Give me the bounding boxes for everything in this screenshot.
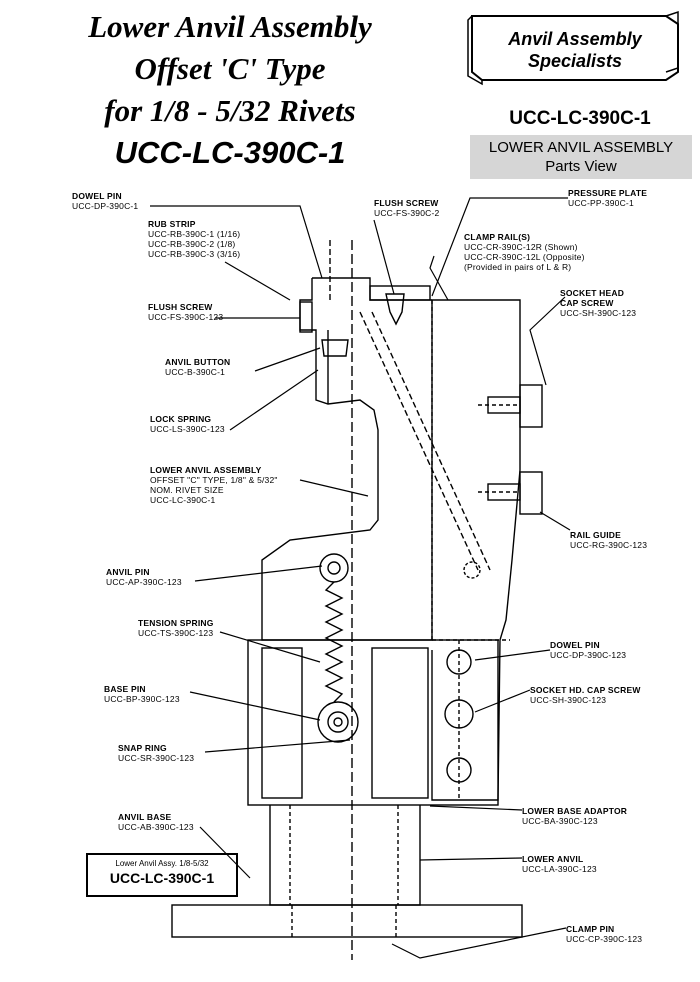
- label-flush-screw-top-part: UCC-FS-390C-2: [374, 208, 440, 218]
- label-lower-base-adaptor: LOWER BASE ADAPTOR UCC-BA-390C-123: [522, 806, 627, 826]
- label-lower-base-adaptor-name: LOWER BASE ADAPTOR: [522, 806, 628, 816]
- label-clamp-rails-name: CLAMP RAIL(S): [464, 232, 531, 242]
- label-socket-head-part: UCC-SH-390C-123: [560, 308, 637, 318]
- label-flush-screw-left-part: UCC-FS-390C-123: [148, 312, 224, 322]
- label-dowel-pin-top: DOWEL PIN UCC-DP-390C-1: [72, 191, 138, 211]
- label-dowel-pin-right: DOWEL PIN UCC-DP-390C-123: [550, 640, 626, 660]
- label-anvil-button-part: UCC-B-390C-1: [165, 367, 226, 377]
- label-flush-screw-left: FLUSH SCREW UCC-FS-390C-123: [148, 302, 223, 322]
- label-rub-strip-part-1: UCC-RB-390C-1 (1/16): [148, 229, 241, 239]
- label-lower-anvil-assembly-part-2: NOM. RIVET SIZE: [150, 485, 224, 495]
- label-clamp-rails-part-3: (Provided in pairs of L & R): [464, 262, 572, 272]
- label-anvil-pin-part: UCC-AP-390C-123: [106, 577, 182, 587]
- parts-view-subtitle: Parts View: [545, 158, 617, 175]
- label-socket-head-name-2: CAP SCREW: [560, 298, 614, 308]
- label-socket-hd-cap-screw-part: UCC-SH-390C-123: [530, 695, 607, 705]
- label-tension-spring: TENSION SPRING UCC-TS-390C-123: [138, 618, 214, 638]
- label-lock-spring-part: UCC-LS-390C-123: [150, 424, 225, 434]
- label-lower-anvil-assembly: LOWER ANVIL ASSEMBLY OFFSET "C" TYPE, 1/…: [150, 465, 278, 505]
- label-anvil-pin: ANVIL PIN UCC-AP-390C-123: [106, 567, 182, 587]
- label-socket-head-name: SOCKET HEAD: [560, 288, 625, 298]
- banner-line-1: Anvil Assembly: [508, 29, 642, 49]
- label-lock-spring-name: LOCK SPRING: [150, 414, 212, 424]
- label-anvil-button: ANVIL BUTTON UCC-B-390C-1: [165, 357, 230, 377]
- label-clamp-pin: CLAMP PIN UCC-CP-390C-123: [566, 924, 642, 944]
- anvil-frame-outline: [261, 278, 521, 801]
- label-pressure-plate-part: UCC-PP-390C-1: [568, 198, 634, 208]
- label-lower-anvil-part: UCC-LA-390C-123: [522, 864, 597, 874]
- label-lock-spring: LOCK SPRING UCC-LS-390C-123: [150, 414, 225, 434]
- banner-line-2: Specialists: [527, 51, 623, 71]
- leader-lines: [150, 197, 571, 959]
- label-clamp-rails-part-1: UCC-CR-390C-12R (Shown): [464, 242, 578, 252]
- label-socket-hd-cap-screw-name: SOCKET HD. CAP SCREW: [530, 685, 641, 695]
- title-line-2: Offset 'C' Type: [134, 51, 326, 86]
- model-tag-number: UCC-LC-390C-1: [109, 870, 215, 886]
- label-rub-strip: RUB STRIP UCC-RB-390C-1 (1/16) UCC-RB-39…: [148, 219, 240, 259]
- label-tension-spring-name: TENSION SPRING: [138, 618, 214, 628]
- model-number: UCC-LC-390C-1: [509, 108, 651, 129]
- parts-view-box: LOWER ANVIL ASSEMBLY Parts View: [470, 135, 692, 179]
- anvil-base-plate: [171, 904, 523, 938]
- label-clamp-rails: CLAMP RAIL(S) UCC-CR-390C-12R (Shown) UC…: [464, 232, 585, 272]
- banner-ribbon: [467, 10, 679, 86]
- label-clamp-rails-part-2: UCC-CR-390C-12L (Opposite): [464, 252, 585, 262]
- label-flush-screw-left-name: FLUSH SCREW: [148, 302, 213, 312]
- label-rub-strip-part-3: UCC-RB-390C-3 (3/16): [148, 249, 241, 259]
- label-rail-guide-part: UCC-RG-390C-123: [570, 540, 648, 550]
- label-anvil-pin-name: ANVIL PIN: [106, 567, 150, 577]
- label-clamp-pin-part: UCC-CP-390C-123: [566, 934, 643, 944]
- model-tag: Lower Anvil Assy. 1/8-5/32 UCC-LC-390C-1: [86, 853, 238, 897]
- label-lower-base-adaptor-part: UCC-BA-390C-123: [522, 816, 598, 826]
- label-dowel-pin-top-part: UCC-DP-390C-1: [72, 201, 139, 211]
- label-flush-screw-top-name: FLUSH SCREW: [374, 198, 439, 208]
- label-dowel-pin-top-name: DOWEL PIN: [72, 191, 122, 201]
- title-line-3: for 1/8 - 5/32 Rivets: [104, 93, 356, 128]
- label-socket-hd-cap-screw: SOCKET HD. CAP SCREW UCC-SH-390C-123: [530, 685, 641, 705]
- label-pressure-plate: PRESSURE PLATE UCC-PP-390C-1: [568, 188, 647, 208]
- label-snap-ring-name: SNAP RING: [118, 743, 167, 753]
- label-base-pin: BASE PIN UCC-BP-390C-123: [104, 684, 180, 704]
- parts-view-title: LOWER ANVIL ASSEMBLY: [488, 139, 674, 156]
- title-line-1: Lower Anvil Assembly: [88, 9, 372, 44]
- banner-text: Anvil Assembly Specialists: [470, 28, 680, 72]
- label-anvil-base-part: UCC-AB-390C-123: [118, 822, 194, 832]
- label-base-pin-name: BASE PIN: [104, 684, 146, 694]
- label-dowel-pin-right-part: UCC-DP-390C-123: [550, 650, 627, 660]
- label-snap-ring: SNAP RING UCC-SR-390C-123: [118, 743, 194, 763]
- label-dowel-pin-right-name: DOWEL PIN: [550, 640, 600, 650]
- label-anvil-base: ANVIL BASE UCC-AB-390C-123: [118, 812, 194, 832]
- label-rub-strip-name: RUB STRIP: [148, 219, 196, 229]
- label-lower-anvil-assembly-name: LOWER ANVIL ASSEMBLY: [150, 465, 262, 475]
- label-flush-screw-top: FLUSH SCREW UCC-FS-390C-2: [374, 198, 439, 218]
- label-pressure-plate-name: PRESSURE PLATE: [568, 188, 648, 198]
- label-snap-ring-part: UCC-SR-390C-123: [118, 753, 195, 763]
- label-lower-anvil-name: LOWER ANVIL: [522, 854, 584, 864]
- label-rail-guide: RAIL GUIDE UCC-RG-390C-123: [570, 530, 647, 550]
- label-rub-strip-part-2: UCC-RB-390C-2 (1/8): [148, 239, 236, 249]
- label-rail-guide-name: RAIL GUIDE: [570, 530, 621, 540]
- label-anvil-button-name: ANVIL BUTTON: [165, 357, 231, 367]
- label-anvil-base-name: ANVIL BASE: [118, 812, 172, 822]
- label-socket-head-cap-screw: SOCKET HEAD CAP SCREW UCC-SH-390C-123: [560, 288, 636, 318]
- label-base-pin-part: UCC-BP-390C-123: [104, 694, 180, 704]
- model-tag-caption: Lower Anvil Assy. 1/8-5/32: [115, 859, 209, 868]
- label-lower-anvil: LOWER ANVIL UCC-LA-390C-123: [522, 854, 597, 874]
- tension-spring: [324, 581, 344, 703]
- label-clamp-pin-name: CLAMP PIN: [566, 924, 615, 934]
- label-lower-anvil-assembly-part-3: UCC-LC-390C-1: [150, 495, 216, 505]
- title-line-4: UCC-LC-390C-1: [114, 135, 346, 170]
- label-tension-spring-part: UCC-TS-390C-123: [138, 628, 214, 638]
- label-lower-anvil-assembly-part-1: OFFSET "C" TYPE, 1/8" & 5/32": [150, 475, 278, 485]
